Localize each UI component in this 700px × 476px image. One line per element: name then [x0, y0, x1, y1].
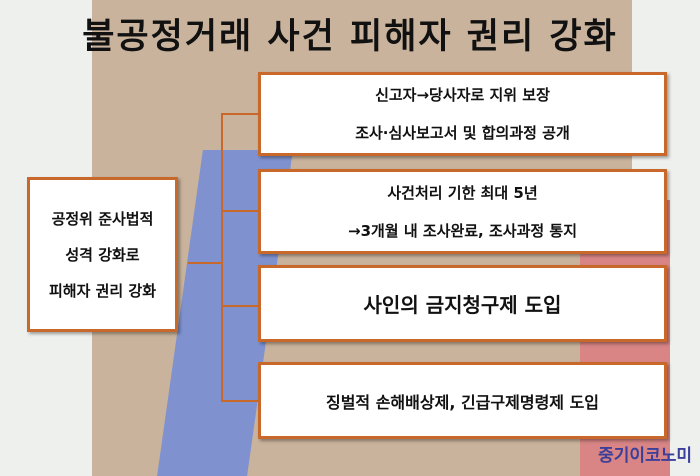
branch-line: 신고자→당사자로 지위 보장: [375, 86, 550, 104]
root-line: 피해자 권리 강화: [48, 281, 157, 300]
branch-box-status: 신고자→당사자로 지위 보장 조사·심사보고서 및 합의과정 공개: [258, 72, 667, 156]
connector: [221, 113, 223, 401]
root-line: 성격 강화로: [65, 245, 140, 264]
connector: [221, 400, 259, 402]
branch-box-deadline: 사건처리 기한 최대 5년 →3개월 내 조사완료, 조사과정 통지: [258, 169, 667, 254]
branch-line: 징벌적 손해배상제, 긴급구제명령제 도입: [325, 392, 600, 412]
branch-line: →3개월 내 조사완료, 조사과정 통지: [348, 221, 577, 240]
connector: [221, 305, 259, 307]
page-title: 불공정거래 사건 피해자 권리 강화: [82, 17, 618, 57]
branch-line: 사인의 금지청구제 도입: [363, 293, 562, 317]
root-box: 공정위 준사법적 성격 강화로 피해자 권리 강화: [27, 177, 178, 332]
connector: [221, 113, 259, 115]
connector: [221, 210, 259, 212]
branch-box-damages: 징벌적 손해배상제, 긴급구제명령제 도입: [258, 362, 667, 439]
connector: [188, 262, 222, 264]
branch-box-injunction: 사인의 금지청구제 도입: [258, 265, 667, 342]
branch-line: 사건처리 기한 최대 5년: [387, 183, 538, 202]
root-line: 공정위 준사법적: [51, 209, 154, 228]
branch-line: 조사·심사보고서 및 합의과정 공개: [355, 124, 570, 142]
watermark-logo: 중기이코노미: [598, 446, 692, 466]
